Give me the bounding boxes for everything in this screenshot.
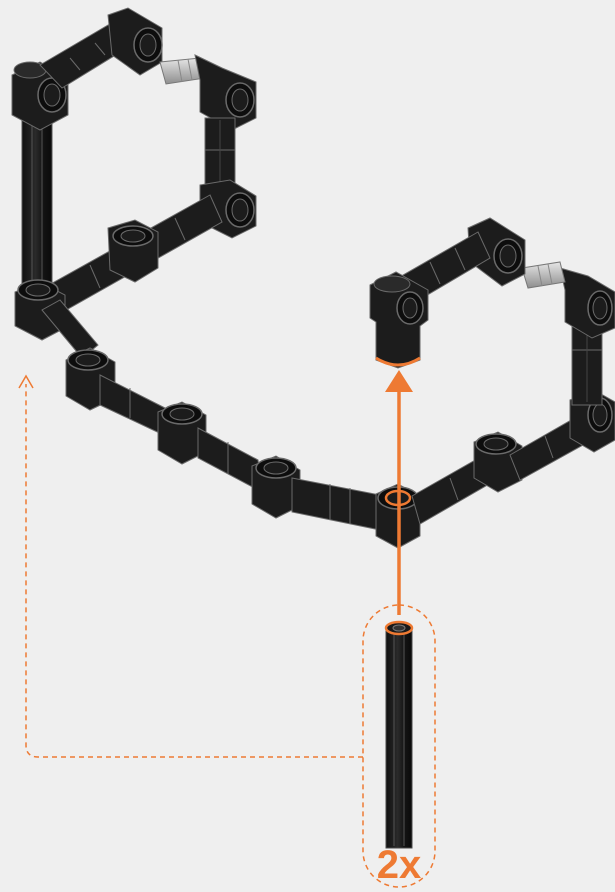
metal-pin-right xyxy=(522,262,565,288)
right-frame-assembly xyxy=(370,218,615,524)
left-post xyxy=(22,105,52,300)
top-elbow xyxy=(108,8,162,75)
right-loop-top-elbow xyxy=(560,268,615,338)
base-chain xyxy=(15,280,420,548)
left-frame-assembly xyxy=(12,8,256,318)
left-loop-tee xyxy=(108,220,158,282)
detached-elbow xyxy=(370,272,428,368)
quantity-label: 2x xyxy=(377,843,422,887)
black-vertical-rod xyxy=(386,622,412,848)
